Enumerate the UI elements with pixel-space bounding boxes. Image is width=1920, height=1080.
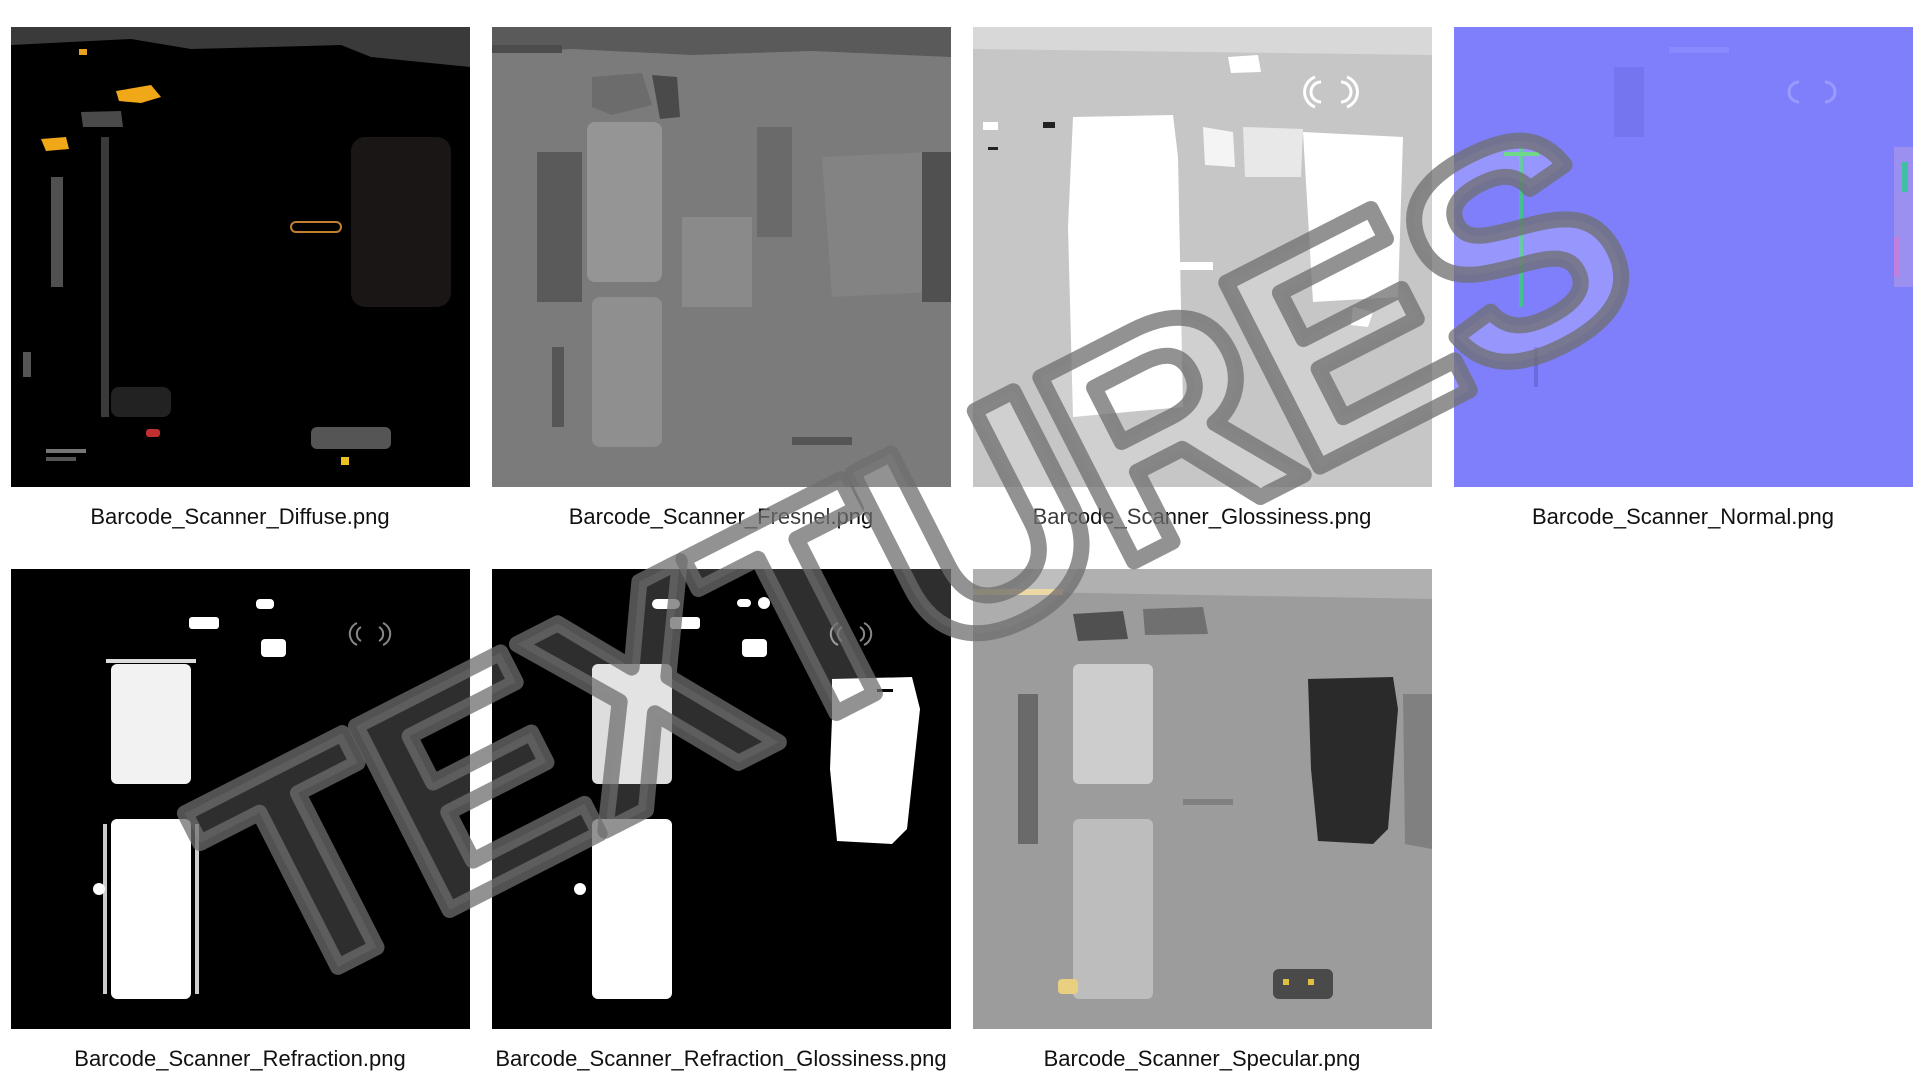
texture-filename-specular: Barcode_Scanner_Specular.png xyxy=(1043,1046,1361,1071)
texture-filename-normal: Barcode_Scanner_Normal.png xyxy=(1531,504,1835,529)
texture-filename-fresnel: Barcode_Scanner_Fresnel.png xyxy=(568,504,874,529)
texture-thumbnail-specular[interactable] xyxy=(973,569,1432,1029)
fresnel-map-image xyxy=(492,27,951,487)
texture-filename-diffuse: Barcode_Scanner_Diffuse.png xyxy=(90,504,390,529)
diffuse-map-image xyxy=(11,27,470,487)
texture-thumbnail-glossiness[interactable] xyxy=(973,27,1432,487)
refraction-glossiness-map-image xyxy=(492,569,951,1029)
glossiness-map-image xyxy=(973,27,1432,487)
refraction-map-image xyxy=(11,569,470,1029)
texture-thumbnail-refraction[interactable] xyxy=(11,569,470,1029)
texture-filename-glossiness: Barcode_Scanner_Glossiness.png xyxy=(1032,504,1372,529)
texture-thumbnail-fresnel[interactable] xyxy=(492,27,951,487)
normal-map-image xyxy=(1454,27,1913,487)
texture-thumbnail-refraction-glossiness[interactable] xyxy=(492,569,951,1029)
texture-thumbnail-diffuse[interactable] xyxy=(11,27,470,487)
texture-thumbnail-normal[interactable] xyxy=(1454,27,1913,487)
texture-filename-refraction-glossiness: Barcode_Scanner_Refraction_Glossiness.pn… xyxy=(495,1046,947,1071)
specular-map-image xyxy=(973,569,1432,1029)
texture-filename-refraction: Barcode_Scanner_Refraction.png xyxy=(74,1046,406,1071)
